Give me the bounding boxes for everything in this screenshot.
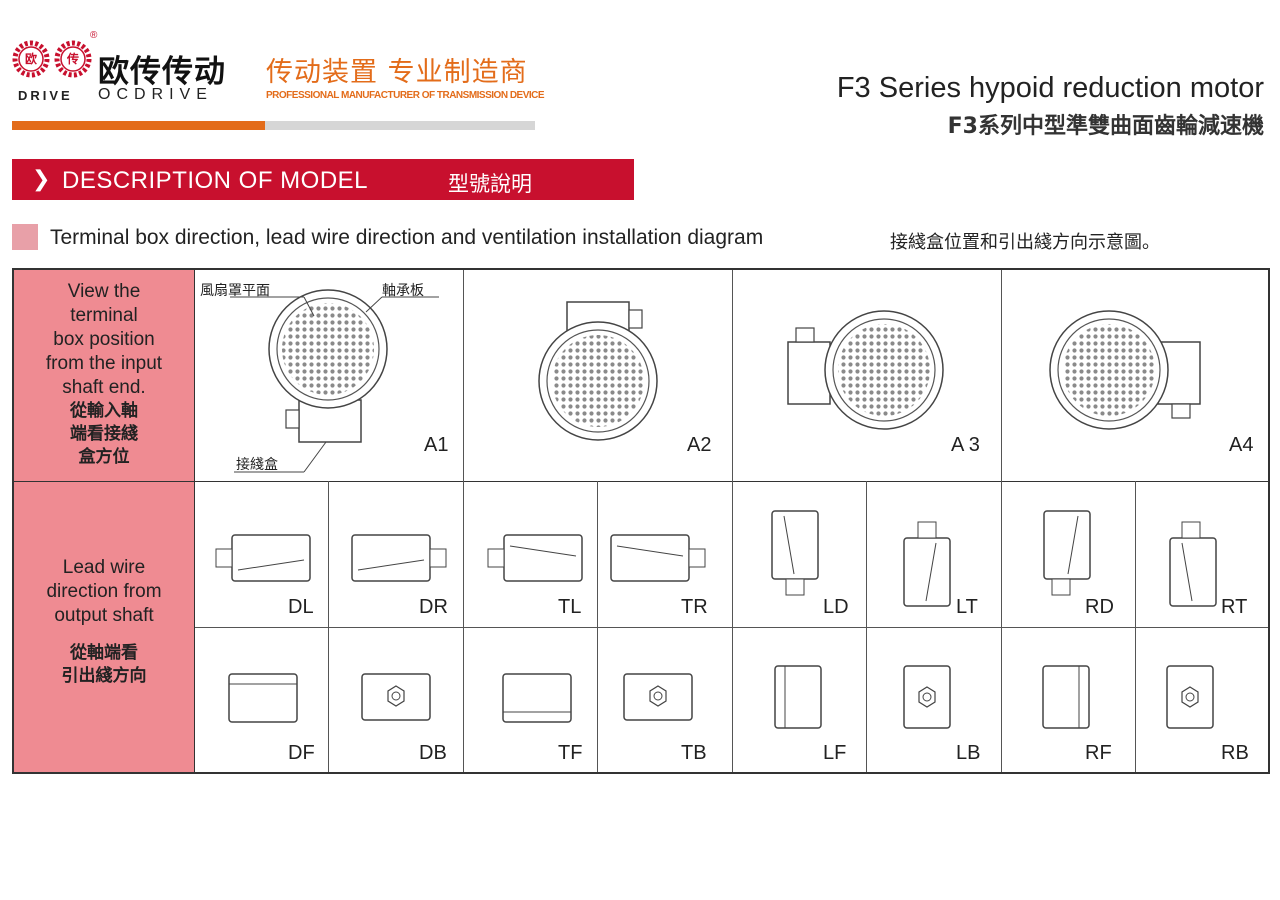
header-line: shaft end. [62, 377, 146, 398]
lead-diagram-lf [774, 665, 822, 729]
lead-label-ld: LD [823, 596, 849, 618]
gear-logo-icon: 欧 [12, 40, 50, 78]
note-terminal-box: 接綫盒 [236, 457, 278, 473]
slogan-cn: 传动装置 专业制造商 [266, 57, 528, 88]
position-label-a4: A4 [1229, 434, 1254, 456]
model-table: View the terminal box position from the … [12, 268, 1270, 774]
lead-label-lb: LB [956, 742, 981, 764]
column-divider [597, 481, 598, 772]
page-title-cn: F3系列中型準雙曲面齒輪減速機 [947, 114, 1264, 139]
column-divider [194, 270, 195, 772]
header-line: Lead wire [62, 557, 146, 578]
header-line: from the input [45, 353, 163, 374]
header-divider-gray [265, 121, 535, 130]
page-title-en: F3 Series hypoid reduction motor [836, 72, 1264, 104]
note-bearing-plate: 軸承板 [382, 283, 424, 299]
lead-label-db: DB [419, 742, 447, 764]
lead-label-df: DF [288, 742, 315, 764]
lead-label-tr: TR [681, 596, 708, 618]
header-line: box position [53, 329, 155, 350]
lead-diagram-dl [215, 534, 311, 582]
column-divider [463, 270, 464, 772]
row-header-lead-wire: Lead wire direction from output shaft 從軸… [14, 482, 194, 772]
gear-logo-icon: 传 [54, 40, 92, 78]
header-line-cn: 盒方位 [78, 447, 130, 467]
motor-diagram-a3 [787, 310, 944, 430]
brand-drive: DRIVE [18, 88, 73, 103]
section-title-en: DESCRIPTION OF MODEL [62, 167, 369, 194]
position-label-a2: A2 [687, 434, 712, 456]
lead-label-rt: RT [1221, 596, 1248, 618]
lead-diagram-tf [502, 673, 572, 723]
header-line: View the [67, 281, 141, 302]
lead-label-tl: TL [558, 596, 582, 618]
header-line-cn: 從輸入軸 [70, 401, 138, 421]
header-line: output shaft [54, 605, 154, 626]
bullet-square-icon [12, 224, 38, 250]
position-label-a1: A1 [424, 434, 449, 456]
lead-diagram-ld [771, 510, 819, 596]
column-divider [1001, 270, 1002, 772]
header-line: terminal [70, 305, 138, 326]
lead-diagram-rd [1043, 510, 1091, 596]
lead-diagram-tb [623, 673, 693, 721]
lead-label-rb: RB [1221, 742, 1249, 764]
lead-diagram-rt [1169, 521, 1217, 607]
note-fan-cover: 風扇罩平面 [200, 283, 270, 299]
registered-mark: ® [90, 30, 98, 41]
subtitle-en: Terminal box direction, lead wire direct… [50, 226, 764, 249]
column-divider [1135, 481, 1136, 772]
header-divider-orange [12, 121, 265, 130]
lead-label-rd: RD [1085, 596, 1114, 618]
lead-label-lf: LF [823, 742, 847, 764]
lead-label-rf: RF [1085, 742, 1112, 764]
company-logo: 欧 传 ® 欧传传动 DRIVE OCDRIVE [12, 30, 237, 104]
row-header-terminal-box: View the terminal box position from the … [14, 270, 194, 482]
lead-diagram-rb [1166, 665, 1214, 729]
slogan-en: PROFESSIONAL MANUFACTURER OF TRANSMISSIO… [266, 90, 545, 101]
column-divider [732, 270, 733, 772]
header-line-cn: 端看接綫 [70, 424, 138, 444]
header-line-cn: 引出綫方向 [61, 666, 147, 686]
header-line: direction from [46, 581, 162, 602]
lead-label-tb: TB [681, 742, 707, 764]
lead-diagram-dr [351, 534, 447, 582]
column-divider [328, 481, 329, 772]
lead-diagram-tr [610, 534, 706, 582]
lead-diagram-db [361, 673, 431, 721]
chevron-right-icon: ❯ [32, 166, 51, 191]
lead-diagram-tl [487, 534, 583, 582]
motor-diagram-a2 [538, 301, 658, 441]
position-label-a3: A 3 [951, 434, 980, 456]
lead-diagram-lt [903, 521, 951, 607]
lead-label-dl: DL [288, 596, 314, 618]
lead-diagram-lb [903, 665, 951, 729]
motor-diagram-a4 [1049, 310, 1201, 430]
row-divider [14, 481, 1268, 482]
motor-diagram-a1 [230, 289, 439, 473]
lead-label-lt: LT [956, 596, 978, 618]
section-title-cn: 型號說明 [448, 172, 532, 196]
motor-end-view-diagrams [215, 289, 1217, 729]
section-banner: ❯ DESCRIPTION OF MODEL 型號說明 [12, 159, 634, 200]
row-divider [194, 627, 1268, 628]
header-line-cn: 從軸端看 [70, 643, 138, 663]
lead-diagram-rf [1042, 665, 1090, 729]
subtitle-cn: 接綫盒位置和引出綫方向示意圖。 [890, 232, 1160, 253]
brand-name-cn: 欧传传动 [98, 54, 226, 90]
logo-char-1: 欧 [24, 52, 37, 66]
lead-label-dr: DR [419, 596, 448, 618]
brand-name-en: OCDRIVE [98, 86, 213, 103]
lead-label-tf: TF [558, 742, 583, 764]
column-divider [866, 481, 867, 772]
lead-diagram-df [228, 673, 298, 723]
logo-char-2: 传 [66, 52, 79, 66]
